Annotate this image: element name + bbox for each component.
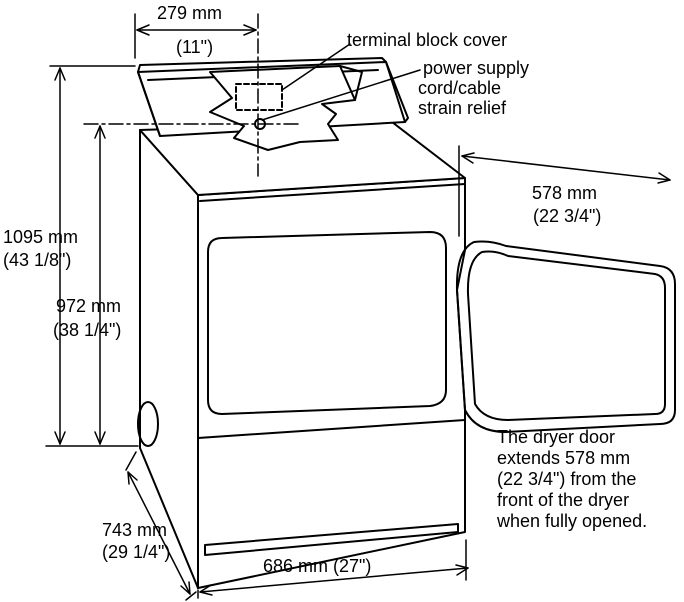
label-1095-mm: 1095 mm	[3, 227, 79, 247]
label-578-mm: 578 mm	[532, 183, 598, 203]
label-43-1-8-in: (43 1/8")	[3, 250, 72, 270]
dim-743-arrowhead-top	[127, 471, 138, 485]
label-686-mm: 686 mm (27")	[263, 556, 372, 576]
dim-686-arrowhead-left	[199, 584, 213, 596]
door-hinge-edge	[456, 249, 466, 411]
dryer-top-edge	[199, 183, 466, 202]
dryer-toe-kick	[204, 523, 459, 556]
dim-686-line	[199, 567, 469, 593]
dim-578-arrowhead-right	[657, 172, 671, 184]
note-line-3: (22 3/4") from the	[497, 469, 637, 489]
console-top-edge	[137, 57, 387, 73]
label-743-mm: 743 mm	[102, 520, 168, 540]
label-strain-relief: strain relief	[418, 98, 507, 118]
console-right-end	[385, 61, 409, 123]
note-line-4: front of the dryer	[497, 490, 630, 510]
dimension-lines	[45, 13, 671, 601]
label-38-1-4-in: (38 1/4")	[53, 320, 122, 340]
dim-743-extension-bottom	[185, 591, 197, 601]
console-cutout-fold	[339, 65, 363, 101]
dim-743-extension-top	[125, 451, 137, 471]
dim-578-line	[461, 155, 671, 181]
dim-743-line	[127, 471, 191, 595]
note-line-2: extends 578 mm	[497, 448, 631, 468]
leader-terminal-block	[281, 43, 351, 91]
dryer-body	[137, 121, 466, 589]
terminal-block-cover-box	[235, 83, 283, 111]
console-left-end	[137, 71, 161, 137]
dim-1095-arrowhead-top	[54, 67, 66, 81]
dim-279-arrowhead-right	[243, 24, 257, 36]
label-terminal-block-cover: terminal block cover	[347, 30, 508, 50]
door-inner	[466, 250, 666, 421]
dryer-console	[137, 57, 409, 151]
console-cutout	[209, 65, 356, 151]
dim-1095-arrowhead-bottom	[54, 431, 66, 445]
dryer-door	[455, 240, 676, 433]
label-11-in: (11")	[176, 37, 214, 57]
note-line-5: when fully opened.	[497, 511, 648, 531]
dim-972-arrowhead-top	[94, 125, 106, 139]
leader-strain-relief	[261, 69, 421, 121]
label-279-mm: 279 mm	[157, 3, 223, 23]
label-22-3-4-in: (22 3/4")	[533, 206, 602, 226]
door-opening	[207, 231, 447, 415]
dim-743-arrowhead-bottom	[180, 581, 191, 595]
exhaust-vent	[137, 401, 159, 447]
label-power-supply: power supply	[423, 58, 530, 78]
dryer-front-divider	[197, 419, 466, 439]
dim-972-arrowhead-bottom	[94, 431, 106, 445]
label-29-1-4-in: (29 1/4")	[102, 542, 171, 562]
dim-578-arrowhead-left	[461, 152, 475, 164]
label-cord-cable: cord/cable	[418, 78, 502, 98]
door-outer	[455, 240, 676, 433]
label-972-mm: 972 mm	[56, 296, 122, 316]
door-extension-note: The dryer door extends 578 mm (22 3/4") …	[497, 427, 647, 532]
dim-279-arrowhead-left	[136, 24, 150, 36]
note-line-1: The dryer door	[497, 427, 616, 447]
